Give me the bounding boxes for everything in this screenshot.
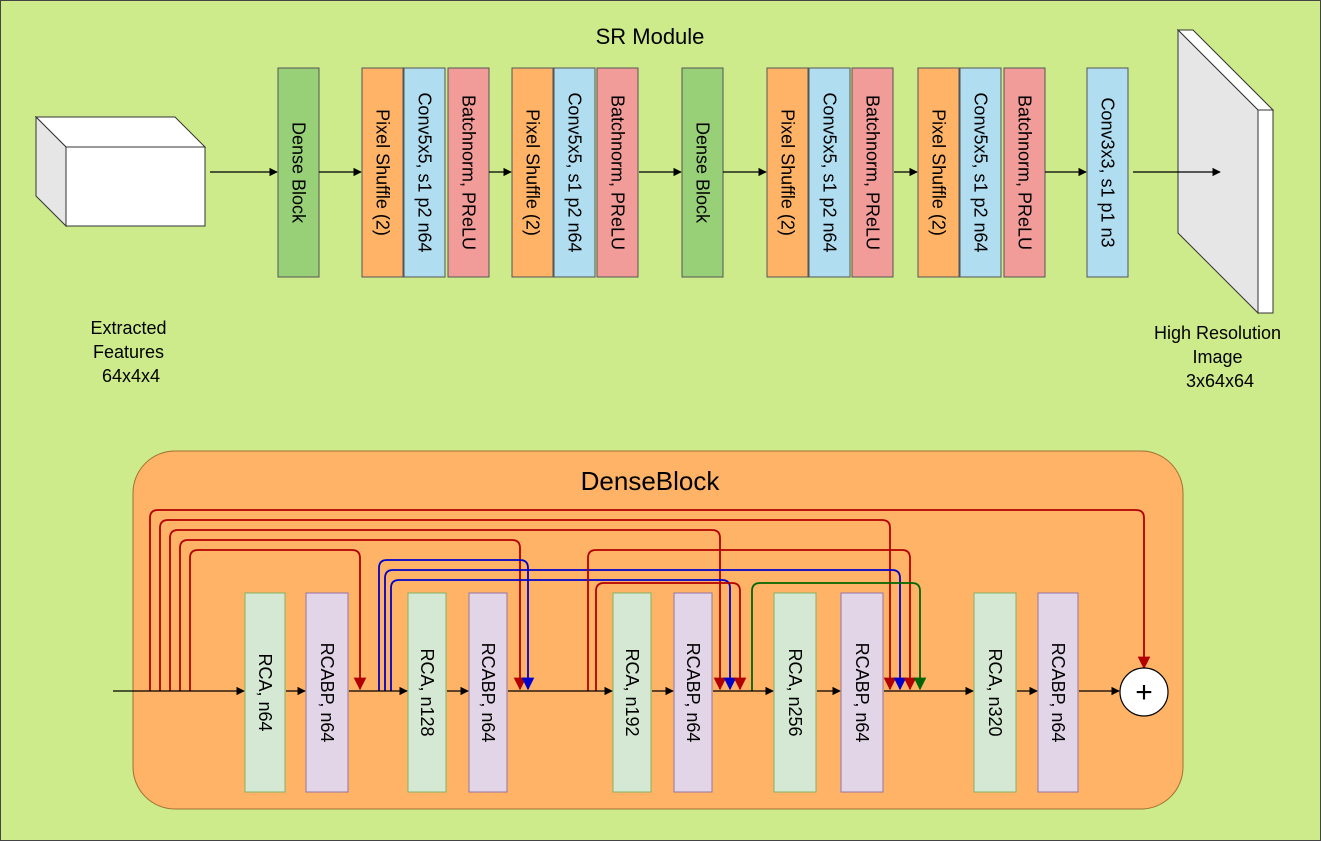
skip-connection: [189, 549, 367, 691]
denseblock-label: RCABP, n64: [478, 643, 498, 743]
denseblock-label: RCA, n192: [622, 648, 642, 736]
sr-block-label: Batchnorm, PReLU: [608, 95, 628, 250]
sr-block-conv-12: Conv5x5, s1 p2 n64: [959, 67, 1002, 278]
sr-block-label: Batchnorm, PReLU: [459, 95, 479, 250]
sr-block-label: Dense Block: [289, 122, 309, 224]
denseblock-rcabp-3: RCABP, n64: [468, 592, 508, 793]
sr-block-bn-13: Batchnorm, PReLU: [1003, 67, 1046, 278]
denseblock-rcabp-1: RCABP, n64: [305, 592, 349, 793]
denseblock-label: RCABP, n64: [683, 643, 703, 743]
skip-connection: [587, 549, 917, 691]
sr-block-conv-14: Conv3x3, s1 p1 n3: [1086, 67, 1129, 278]
denseblock-rcabp-7: RCABP, n64: [840, 592, 884, 793]
sr-block-shuffle-4: Pixel Shuffle (2): [511, 67, 554, 278]
denseblock-rcabp-5: RCABP, n64: [673, 592, 713, 793]
sr-block-label: Conv5x5, s1 p2 n64: [565, 92, 585, 252]
sr-block-shuffle-11: Pixel Shuffle (2): [917, 67, 960, 278]
denseblock-rca-6: RCA, n256: [773, 592, 817, 793]
denseblock-rca-0: RCA, n64: [244, 592, 286, 793]
skip-connection: [378, 559, 535, 691]
denseblock-label: RCA, n320: [985, 648, 1005, 736]
input-feature-cube: [34, 115, 207, 228]
sum-node: +: [1119, 667, 1169, 717]
sr-block-label: Pixel Shuffle (2): [523, 109, 543, 236]
sr-block-label: Conv5x5, s1 p2 n64: [415, 92, 435, 252]
sr-block-conv-9: Conv5x5, s1 p2 n64: [808, 67, 851, 278]
output-label: High Resolution Image 3x64x64: [1154, 323, 1286, 391]
denseblock-rcabp-9: RCABP, n64: [1037, 592, 1079, 793]
skip-connection: [384, 569, 907, 691]
sr-block-bn-3: Batchnorm, PReLU: [447, 67, 490, 278]
sr-block-dense-0: Dense Block: [277, 67, 320, 278]
skip-connection: [159, 519, 897, 691]
skip-connection: [751, 582, 927, 691]
sr-block-label: Batchnorm, PReLU: [863, 95, 883, 250]
denseblock-rca-4: RCA, n192: [612, 592, 652, 793]
skip-connection: [169, 529, 727, 691]
denseblock-rca-8: RCA, n320: [973, 592, 1017, 793]
sr-block-label: Pixel Shuffle (2): [929, 109, 949, 236]
denseblock-label: RCA, n256: [785, 648, 805, 736]
denseblock-label: RCABP, n64: [1048, 643, 1068, 743]
sr-block-label: Conv5x5, s1 p2 n64: [820, 92, 840, 252]
denseblock-label: RCA, n128: [417, 648, 437, 736]
denseblock-label: RCABP, n64: [852, 643, 872, 743]
sr-block-bn-6: Batchnorm, PReLU: [596, 67, 639, 278]
sr-block-label: Dense Block: [693, 122, 713, 224]
denseblock-label: RCABP, n64: [317, 643, 337, 743]
sr-block-label: Batchnorm, PReLU: [1015, 95, 1035, 250]
denseblock-blocks: RCA, n64 RCABP, n64 RCA, n128 RCABP, n64 RCA…: [244, 592, 1079, 793]
sr-module-blocks: Dense Block Pixel Shuffle (2) Conv5x5, s1 …: [277, 67, 1129, 278]
denseblock-panel: [132, 450, 1184, 810]
input-label: Extracted Features 64x4x4: [90, 318, 171, 386]
sr-block-label: Conv5x5, s1 p2 n64: [971, 92, 991, 252]
sr-block-shuffle-8: Pixel Shuffle (2): [766, 67, 809, 278]
skip-connection: [179, 539, 527, 691]
sr-block-bn-10: Batchnorm, PReLU: [851, 67, 894, 278]
sr-block-label: Pixel Shuffle (2): [778, 109, 798, 236]
sr-block-label: Conv3x3, s1 p1 n3: [1098, 97, 1118, 247]
denseblock-title: DenseBlock: [581, 466, 721, 496]
skip-connection: [149, 509, 1151, 691]
sum-symbol: +: [1135, 676, 1153, 709]
sr-module-title: SR Module: [596, 24, 705, 49]
sr-block-label: Pixel Shuffle (2): [373, 109, 393, 236]
denseblock-rca-2: RCA, n128: [407, 592, 447, 793]
skip-connection: [390, 579, 737, 691]
denseblock-label: RCA, n64: [255, 653, 275, 731]
sr-block-dense-7: Dense Block: [681, 67, 724, 278]
sr-block-conv-2: Conv5x5, s1 p2 n64: [403, 67, 446, 278]
denseblock-skip-connections: [149, 509, 1151, 691]
sr-block-conv-5: Conv5x5, s1 p2 n64: [553, 67, 596, 278]
sr-block-shuffle-1: Pixel Shuffle (2): [361, 67, 404, 278]
skip-connection: [595, 582, 747, 691]
